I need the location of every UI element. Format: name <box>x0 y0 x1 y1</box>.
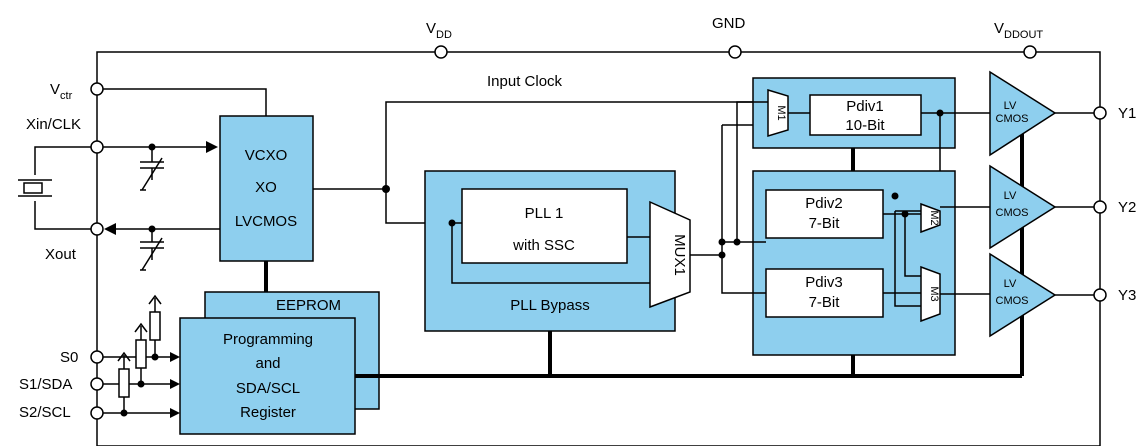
xo-label: XO <box>255 179 277 196</box>
gnd-label: GND <box>712 15 746 32</box>
m1-label: M1 <box>775 105 787 120</box>
chip-outline <box>96 51 1101 446</box>
left-pins: Vctr Xin/CLK Xout S0 S1/SDA S2/SCL <box>19 81 104 421</box>
xin-path <box>103 141 218 191</box>
m3-shape <box>920 265 941 323</box>
y1-pin <box>1093 106 1107 120</box>
pdiv3-line1: Pdiv3 <box>805 274 843 291</box>
vdd-pin <box>434 45 448 59</box>
pdiv3-inner <box>765 268 884 318</box>
svg-text:CMOS: CMOS <box>996 295 1029 307</box>
supply-pins: VDD GND VDDOUT <box>426 15 1043 59</box>
m1-shape <box>767 88 789 138</box>
s1-label: S1/SDA <box>19 376 72 393</box>
y3-label: Y3 <box>1118 287 1136 304</box>
svg-text:LV: LV <box>1004 100 1017 112</box>
pll1-block <box>461 188 628 264</box>
y2-pin <box>1093 200 1107 214</box>
vcxo-label: VCXO <box>245 147 288 164</box>
xout-label: Xout <box>45 246 77 263</box>
prog-line3: SDA/SCL <box>236 380 300 397</box>
right-pins: Y1 Y2 Y3 <box>1055 105 1136 304</box>
control-inputs <box>103 294 180 418</box>
prog-line4: Register <box>240 404 296 421</box>
xout-pin <box>90 222 104 236</box>
pdiv2-line2: 7-Bit <box>809 215 841 232</box>
m2-shape <box>920 202 941 234</box>
m2-label: M2 <box>928 210 940 225</box>
y1-label: Y1 <box>1118 105 1136 122</box>
xout-path <box>104 223 220 271</box>
svg-text:CMOS: CMOS <box>996 113 1029 125</box>
svg-text:LV: LV <box>1004 190 1017 202</box>
prog-line1: Programming <box>223 331 313 348</box>
buffer-y3 <box>989 252 1057 338</box>
pdiv1-inner <box>809 94 922 136</box>
programming-block <box>179 317 356 435</box>
input-clock-label: Input Clock <box>487 73 563 90</box>
prog-line2: and <box>255 355 280 372</box>
vctr-line <box>103 88 267 116</box>
vctr-pin <box>90 82 104 96</box>
svg-text:LV: LV <box>1004 278 1017 290</box>
ssc-label: with SSC <box>512 237 575 254</box>
vdd-label: VDD <box>426 20 452 41</box>
pdiv1-line2: 10-Bit <box>845 117 885 134</box>
mux1-label: MUX1 <box>671 234 688 276</box>
pdiv1-line1: Pdiv1 <box>846 98 884 115</box>
pdiv2-inner <box>765 189 884 239</box>
s2-pin <box>90 406 104 420</box>
buffer-y2 <box>989 164 1057 250</box>
mux1-shape <box>649 200 691 309</box>
lvcmos-label: LVCMOS <box>235 213 297 230</box>
vddout-label: VDDOUT <box>994 20 1043 41</box>
svg-text:CMOS: CMOS <box>996 207 1029 219</box>
output-buffers: LV CMOS LV CMOS LV CMOS <box>989 70 1057 338</box>
xin-pin <box>90 140 104 154</box>
s0-label: S0 <box>60 349 78 366</box>
vctr-label: Vctr <box>50 81 73 102</box>
y2-label: Y2 <box>1118 199 1136 216</box>
s0-pin <box>90 350 104 364</box>
input-clock-line <box>385 101 753 189</box>
pll-bypass-label: PLL Bypass <box>510 297 590 314</box>
xin-label: Xin/CLK <box>26 116 81 133</box>
buffer-y1 <box>989 70 1057 157</box>
pll1-label: PLL 1 <box>525 205 564 222</box>
y3-pin <box>1093 288 1107 302</box>
pdiv2-line1: Pdiv2 <box>805 195 843 212</box>
crystal-icon <box>18 146 91 230</box>
m3-label: M3 <box>928 286 940 301</box>
eeprom-label: EEPROM <box>276 297 341 314</box>
vddout-pin <box>1023 45 1037 59</box>
pdiv3-line2: 7-Bit <box>809 294 841 311</box>
s1-pin <box>90 377 104 391</box>
s2-label: S2/SCL <box>19 404 71 421</box>
gnd-pin <box>728 45 742 59</box>
